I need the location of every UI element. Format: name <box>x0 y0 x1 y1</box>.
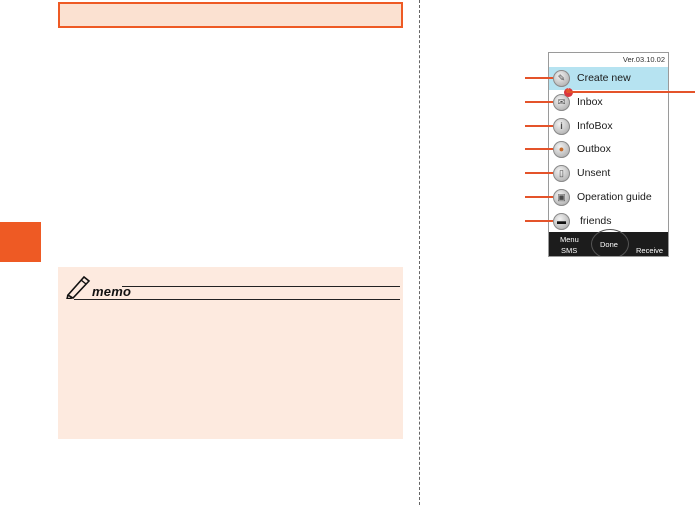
callout-line-friends <box>525 220 553 222</box>
menu-item-infobox[interactable]: i InfoBox <box>549 115 668 138</box>
folder-icon: ▬ <box>553 213 570 230</box>
page-divider <box>419 0 420 505</box>
menu-item-label: Unsent <box>577 167 611 179</box>
menu-item-create-new[interactable]: ✎ Create new <box>549 67 668 90</box>
section-title-bar <box>58 2 403 28</box>
softkey-menu[interactable]: Menu <box>560 235 579 244</box>
menu-item-label: Inbox <box>577 96 603 108</box>
menu-item-outbox[interactable]: ● Outbox <box>549 138 668 161</box>
callout-line-unsent <box>525 172 553 174</box>
guide-icon: ▣ <box>553 189 570 206</box>
version-label: Ver.03.10.02 <box>622 55 665 64</box>
callout-line-inbox <box>525 101 553 103</box>
menu-item-unsent[interactable]: ▯ Unsent <box>549 162 668 185</box>
chapter-side-tab <box>0 222 41 262</box>
callout-line-operation-guide <box>525 196 553 198</box>
softkey-done[interactable]: Done <box>600 240 618 249</box>
menu-item-friends[interactable]: ▬ friends <box>549 210 668 233</box>
callout-dot-badge <box>566 89 570 93</box>
phone-screen: Ver.03.10.02 ✎ Create new ✉ 1 Inbox i In… <box>548 52 669 257</box>
softkey-receive[interactable]: Receive <box>636 246 664 255</box>
info-icon: i <box>553 118 570 135</box>
menu-item-inbox[interactable]: ✉ 1 Inbox <box>549 88 668 114</box>
callout-line-outbox <box>525 148 553 150</box>
center-key-outline <box>591 229 629 256</box>
menu-item-label: Create new <box>577 72 631 84</box>
softkey-bar: Menu SMS Done Receive <box>549 229 668 256</box>
pencil-memo-icon <box>66 275 91 299</box>
menu-item-operation-guide[interactable]: ▣ Operation guide <box>549 186 668 209</box>
memo-rule-bottom <box>74 299 400 300</box>
pencil-icon: ✎ <box>553 70 570 87</box>
outbox-icon: ● <box>553 141 570 158</box>
memo-box: memo <box>58 267 403 439</box>
callout-line-infobox <box>525 125 553 127</box>
menu-item-label: Outbox <box>577 143 611 155</box>
menu-item-label: InfoBox <box>577 120 613 132</box>
menu-item-label: friends <box>580 215 612 227</box>
menu-item-label: Operation guide <box>577 191 652 203</box>
callout-line-badge <box>568 91 695 93</box>
memo-rule-top <box>122 286 400 287</box>
callout-line-create-new <box>525 77 553 79</box>
softkey-sms[interactable]: SMS <box>561 246 578 255</box>
memo-heading: memo <box>92 284 132 299</box>
inbox-icon: ✉ <box>553 94 570 111</box>
unsent-icon: ▯ <box>553 165 570 182</box>
